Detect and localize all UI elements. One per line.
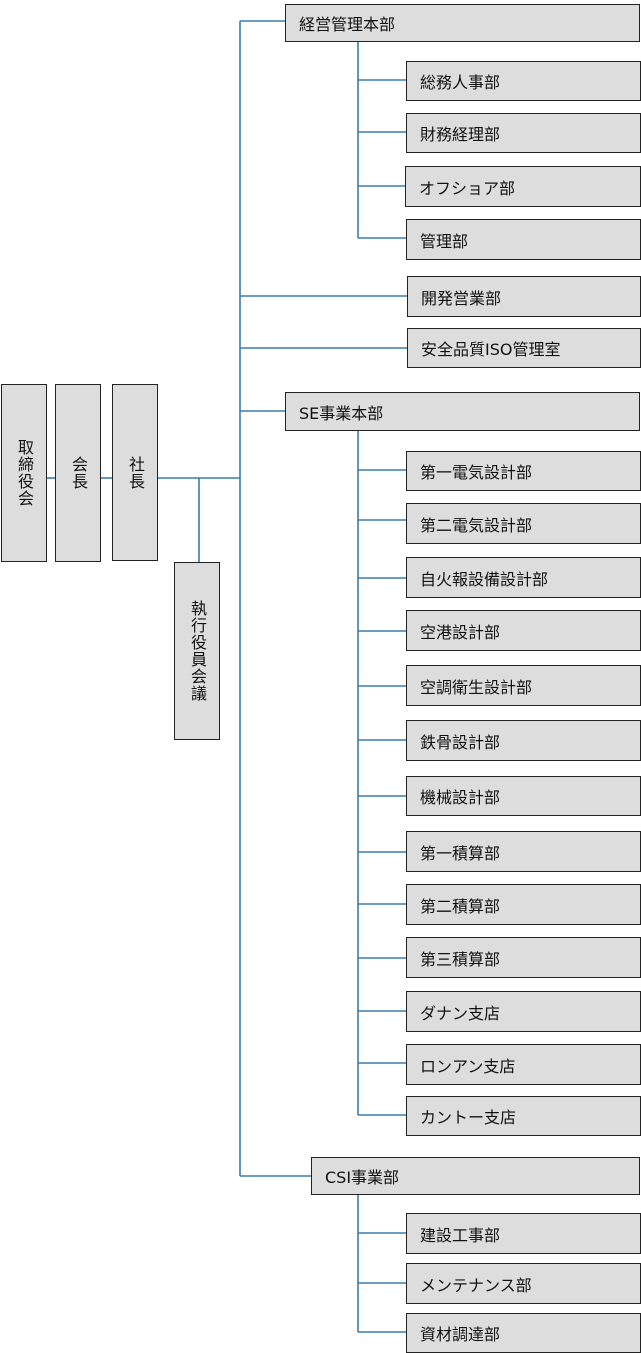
president-label: 社長 [126,455,145,490]
president-box: 社長 [112,384,158,561]
department-label: 鉄骨設計部 [420,732,501,752]
department-label: オフショア部 [419,178,516,198]
department-label: 機械設計部 [420,788,501,807]
department-label: 空港設計部 [420,622,501,642]
department-box: ダナン支店 [406,991,641,1032]
division-label: CSI事業部 [325,1168,400,1187]
department-label: 第一電気設計部 [420,463,533,482]
department-label: 建設工事部 [420,1225,501,1245]
department-box: 第一電気設計部 [406,451,641,491]
board-of-directors-box: 取締役会 [1,384,47,562]
department-box: 建設工事部 [406,1213,641,1254]
department-box: 第一積算部 [406,831,641,872]
department-label: 総務人事部 [420,73,501,92]
department-label: 第二積算部 [420,896,501,916]
division-box-2: 安全品質ISO管理室 [407,328,641,368]
department-box: 第三積算部 [406,937,641,978]
department-box: 第二積算部 [406,884,641,925]
department-box: 自火報設備設計部 [406,557,641,598]
chairman-label: 会長 [69,456,88,490]
department-box: 空港設計部 [406,610,641,651]
department-box: 鉄骨設計部 [406,720,641,761]
department-box: カントー支店 [406,1096,641,1136]
department-label: 空調衛生設計部 [420,677,533,697]
division-label: 経営管理本部 [299,15,396,34]
chairman-box: 会長 [55,384,101,562]
department-label: ダナン支店 [420,1003,501,1023]
department-label: ロンアン支店 [420,1056,516,1076]
division-box-0: 経営管理本部 [285,4,640,42]
department-label: 第三積算部 [420,949,501,969]
executive-council-label: 執行役員会議 [188,600,207,702]
division-box-3: SE事業本部 [285,392,640,431]
department-label: 第二電気設計部 [420,515,533,535]
department-box: 資材調達部 [406,1313,641,1353]
division-box-1: 開発営業部 [407,276,641,317]
board-label: 取締役会 [15,439,34,507]
department-label: 資材調達部 [420,1325,501,1344]
division-label: 開発営業部 [421,288,502,308]
department-box: 総務人事部 [406,61,641,101]
department-box: 財務経理部 [406,113,641,153]
department-label: 管理部 [420,231,469,251]
department-label: メンテナンス部 [420,1275,532,1295]
division-label: 安全品質ISO管理室 [421,340,561,359]
department-box: 管理部 [406,219,641,260]
department-label: 自火報設備設計部 [420,569,549,589]
executive-council-box: 執行役員会議 [174,562,220,740]
department-box: 空調衛生設計部 [406,665,641,706]
department-box: オフショア部 [405,166,641,207]
department-box: メンテナンス部 [406,1263,641,1304]
department-label: 第一積算部 [420,843,501,863]
department-box: 機械設計部 [406,776,641,816]
department-box: ロンアン支店 [406,1044,641,1085]
division-label: SE事業本部 [299,403,384,423]
department-box: 第二電気設計部 [406,503,641,544]
division-box-4: CSI事業部 [311,1157,640,1195]
department-label: 財務経理部 [420,125,501,144]
department-label: カントー支店 [420,1108,517,1127]
